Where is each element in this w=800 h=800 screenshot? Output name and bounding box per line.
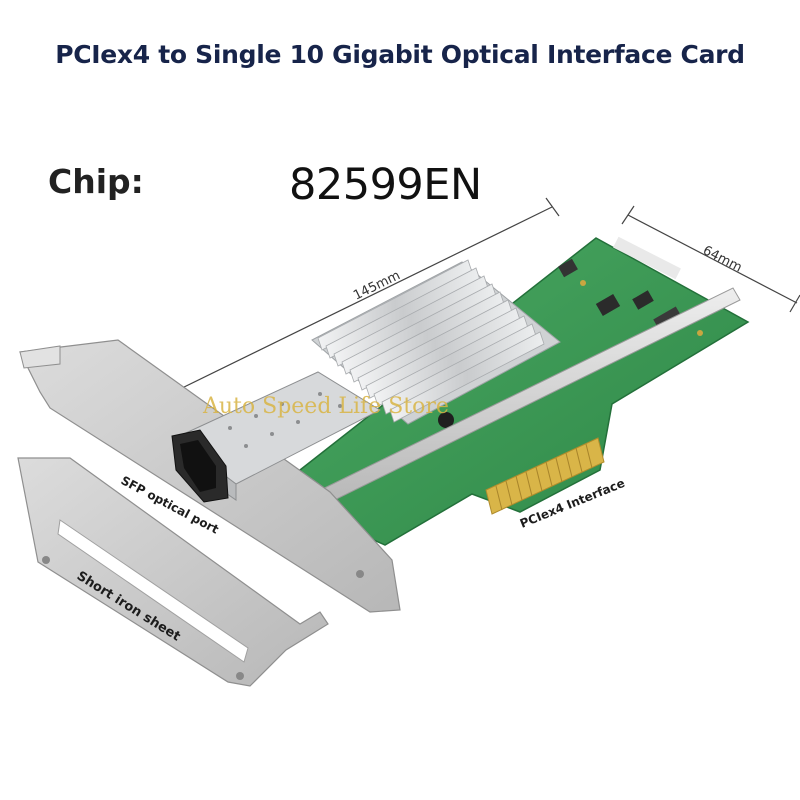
heatsink [311,259,561,425]
chip-model: 82599EN [289,160,482,210]
store-watermark: Auto Speed Life Store [202,394,449,419]
page-title: PCIex4 to Single 10 Gigabit Optical Inte… [55,40,745,69]
short-bracket [17,457,329,687]
chip-label: Chip: [48,162,144,201]
sfp-optical-port [171,429,229,503]
pcie-gold-fingers [485,437,605,515]
width-label: 64mm [700,243,744,275]
